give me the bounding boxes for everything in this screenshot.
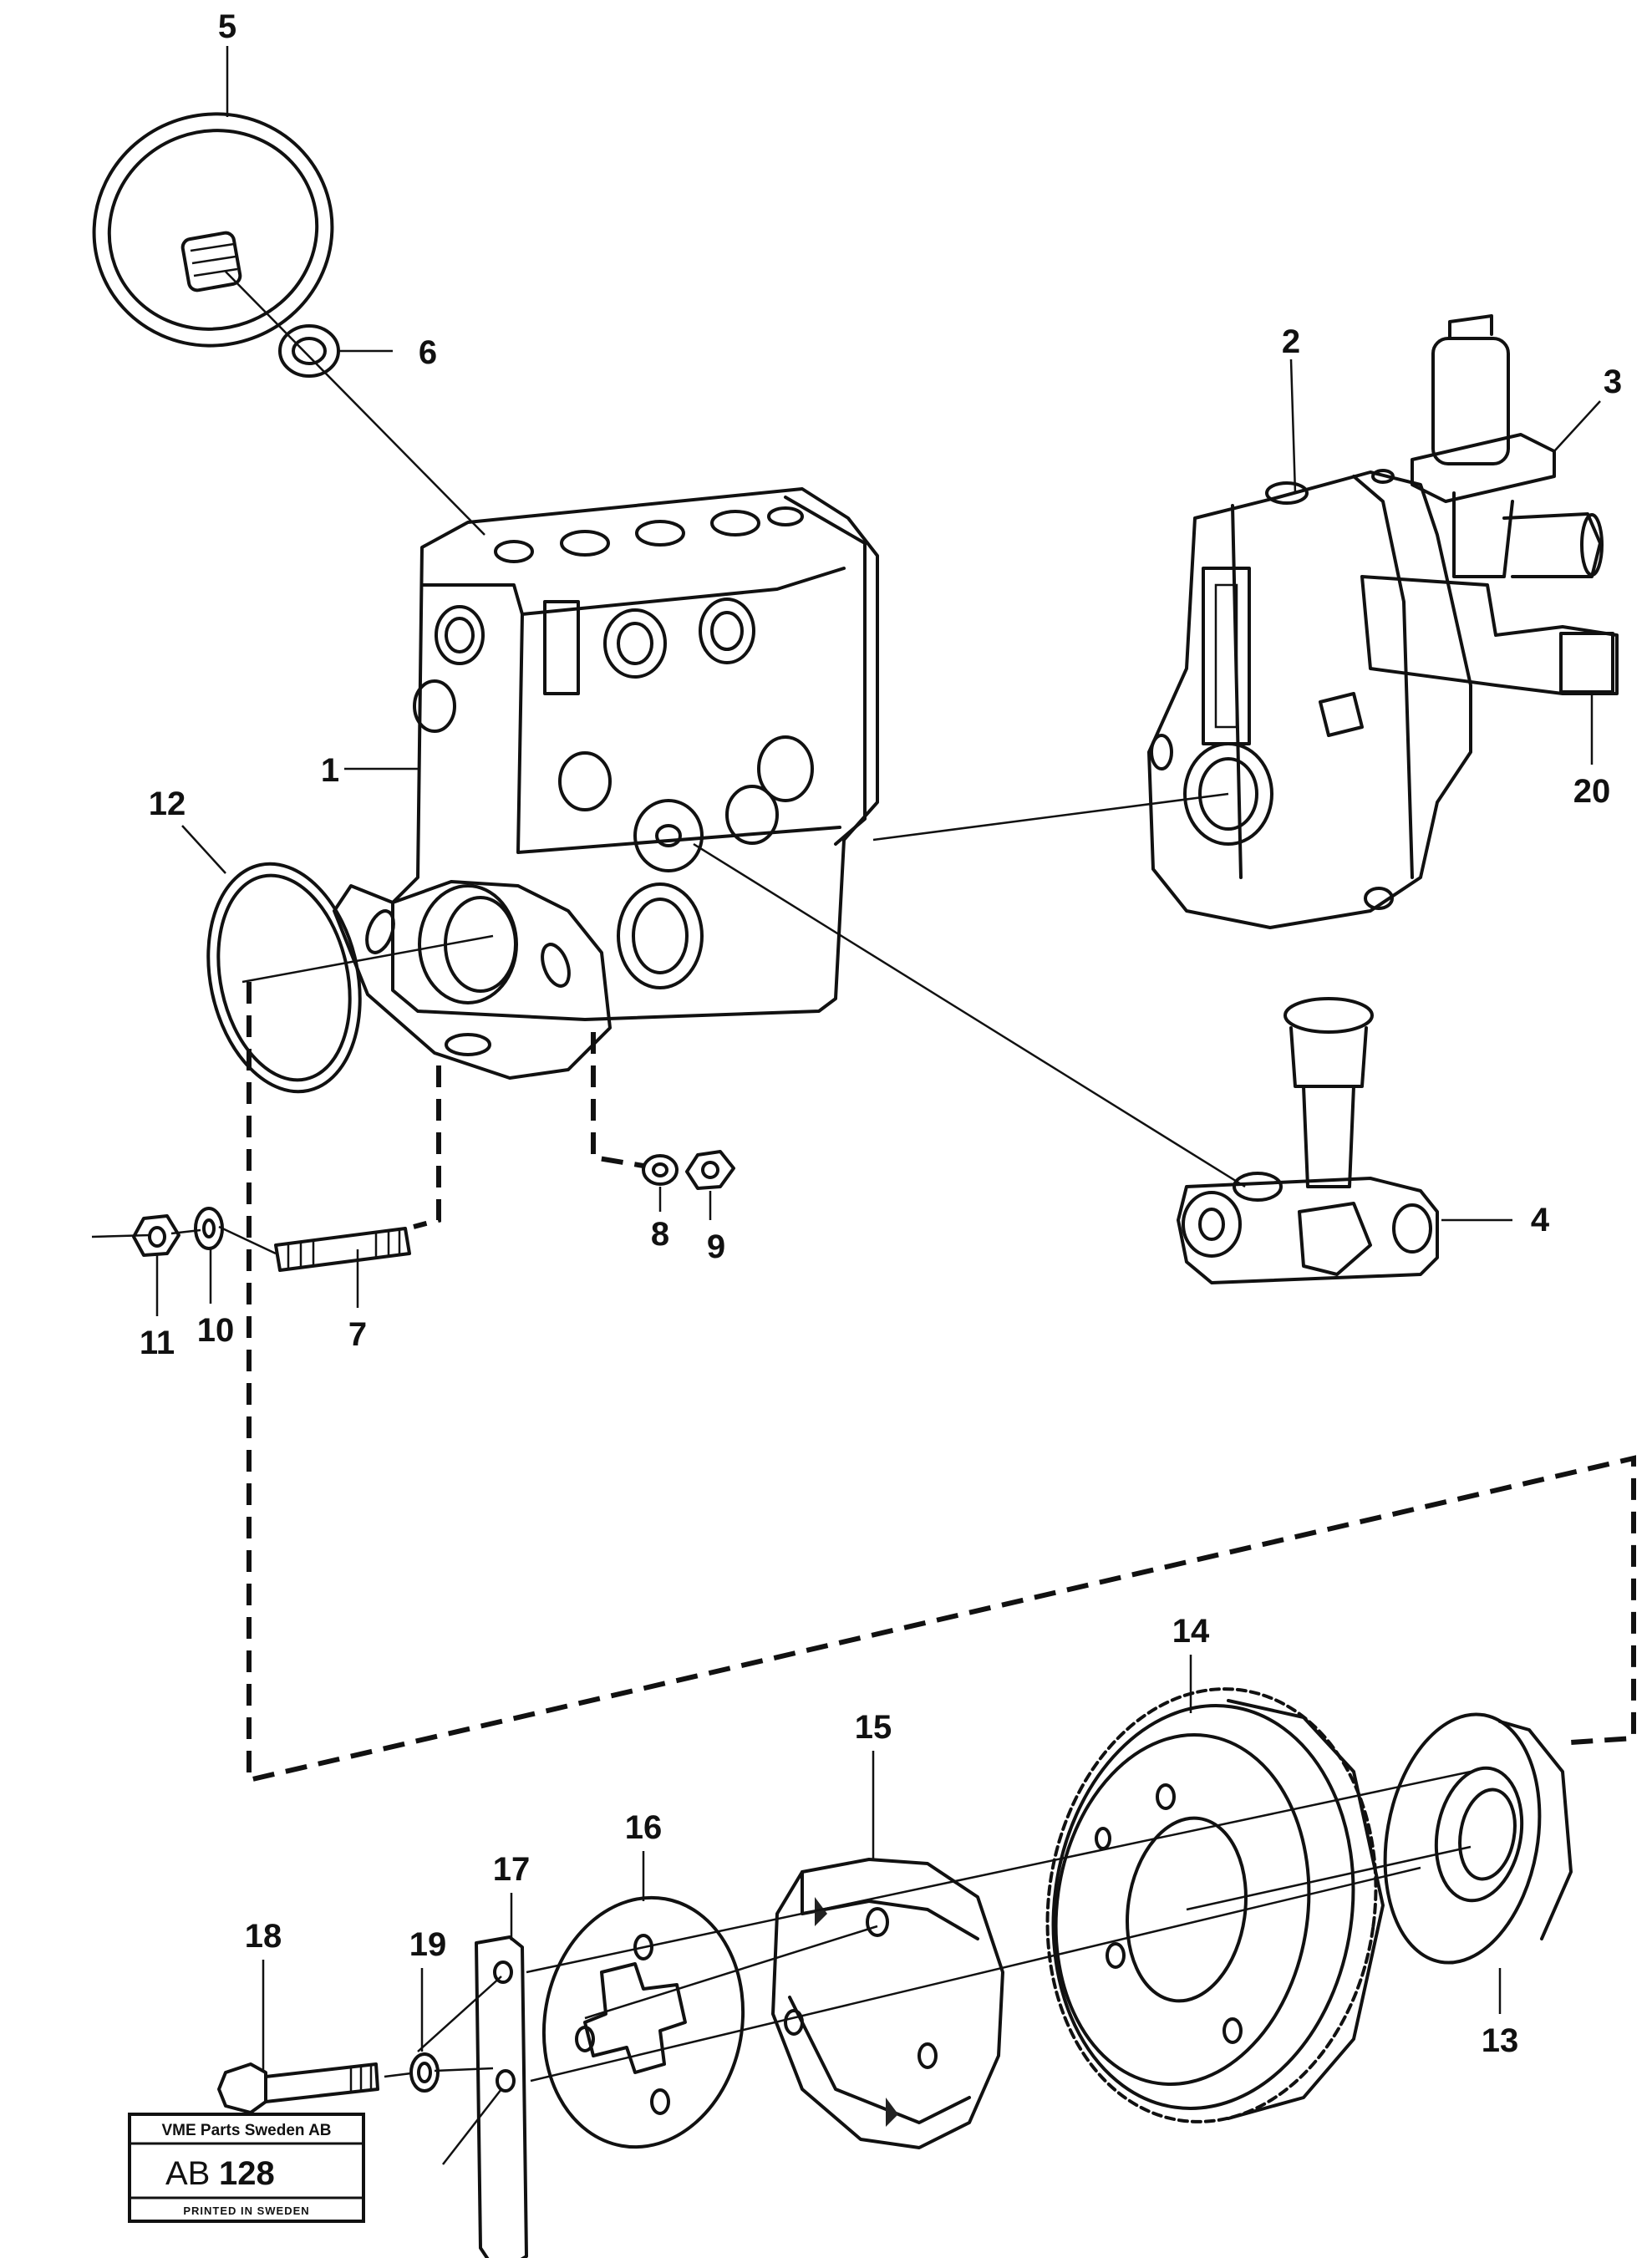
part-18-bolt [217,2062,379,2114]
stamp-printed: PRINTED IN SWEDEN [183,2205,309,2217]
part-3-solenoid [1411,314,1604,578]
callout-3: 3 [1604,364,1622,400]
stamp-code-number: 128 [219,2155,275,2192]
part-16-drive-plate [541,1895,745,2149]
callout-5: 5 [218,8,236,45]
callout-8: 8 [651,1216,669,1253]
callout-2: 2 [1282,323,1300,360]
part-4-feed-pump [1177,997,1439,1284]
callout-9: 9 [707,1228,725,1265]
callout-20: 20 [1573,773,1611,810]
dashed-assembly-paths [247,982,1636,1783]
leader-lines [155,46,1601,2072]
part-5-cover-disc [92,112,334,348]
part-12-o-ring [206,862,362,1094]
callout-1: 1 [321,752,339,789]
part-20-bracket [1360,575,1619,695]
part-15-coupling-hub [771,1858,1004,2149]
part-6-seal-washer [278,324,340,378]
title-stamp: VME Parts Sweden AB AB 128 PRINTED IN SW… [128,2113,365,2223]
assembly-lines [91,271,1472,2165]
callout-7: 7 [348,1316,367,1353]
callout-15: 15 [855,1709,892,1746]
callout-19: 19 [409,1926,447,1963]
part-10-lock-washer [194,1207,224,1250]
part-14-gear-wheel [1045,1687,1385,2123]
part-1-pump-housing [333,487,879,1080]
part-11-nut [132,1214,180,1257]
callout-13: 13 [1482,2022,1519,2059]
callout-17: 17 [493,1851,531,1888]
callout-4: 4 [1531,1202,1550,1238]
part-17-lock-plate [475,1935,528,2258]
stamp-code-prefix: AB [165,2155,210,2192]
part-7-stud [274,1227,411,1272]
part-13-hub-flange [1383,1712,1573,1965]
callout-6: 6 [419,334,437,371]
part-19-washer [409,2052,440,2093]
callout-16: 16 [625,1809,663,1846]
callout-18: 18 [245,1918,282,1955]
callout-11: 11 [140,1325,175,1361]
callout-labels: 5 6 2 3 1 20 12 4 8 9 7 10 11 14 15 16 1… [140,8,1622,2059]
part-8-washer [642,1154,679,1186]
part-2-governor-housing [1147,469,1472,929]
callout-14: 14 [1172,1613,1210,1650]
stamp-company: VME Parts Sweden AB [161,2122,331,2139]
callout-10: 10 [197,1312,235,1349]
callout-12: 12 [149,786,186,822]
part-9-nut [685,1150,735,1190]
